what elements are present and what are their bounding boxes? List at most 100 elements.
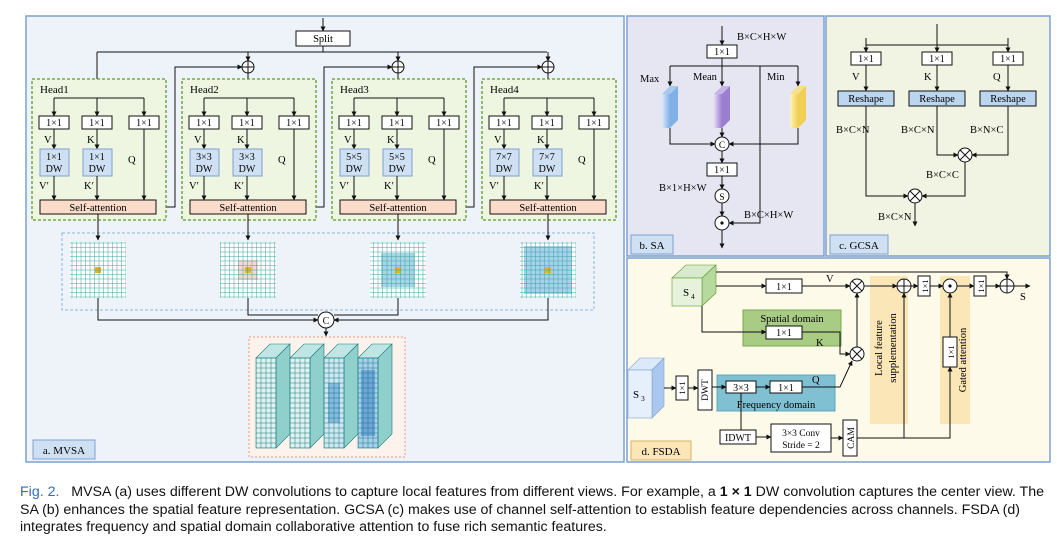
svg-text:C: C	[323, 316, 330, 327]
svg-text:1×1: 1×1	[89, 118, 105, 129]
svg-text:V′: V′	[39, 181, 49, 192]
svg-text:1×1: 1×1	[976, 279, 986, 292]
svg-text:B×C×C: B×C×C	[926, 170, 959, 181]
svg-text:1×1: 1×1	[286, 118, 302, 129]
s4-cube: S 4	[671, 264, 717, 307]
svg-text:Max: Max	[640, 74, 660, 85]
caption-kernel: 1 × 1	[719, 484, 752, 500]
head-4: Head4 1×1 1×1 1×1 V K 7×7 DW 7×7 DW Q V′…	[481, 78, 617, 221]
svg-text:1×1: 1×1	[778, 383, 794, 394]
svg-text:B×C×N: B×C×N	[901, 125, 935, 136]
svg-text:1×1: 1×1	[346, 118, 362, 129]
panel-b-label: b. SA	[639, 240, 664, 252]
svg-text:1×1: 1×1	[196, 118, 212, 129]
svg-text:1×1: 1×1	[776, 328, 792, 339]
svg-text:S: S	[1020, 292, 1026, 303]
svg-text:S: S	[683, 287, 689, 299]
svg-text:1×1: 1×1	[89, 152, 105, 163]
s3-cube: S 3	[627, 357, 665, 419]
svg-text:Self-attention: Self-attention	[219, 203, 277, 214]
svg-text:K′: K′	[534, 181, 544, 192]
svg-text:V: V	[194, 135, 202, 146]
head-title: Head4	[490, 84, 519, 96]
svg-text:Reshape: Reshape	[848, 94, 884, 105]
svg-text:3×3 Conv: 3×3 Conv	[782, 429, 820, 439]
svg-text:1×1: 1×1	[586, 118, 602, 129]
svg-text:Local feature: Local feature	[874, 320, 885, 376]
svg-text:1×1: 1×1	[539, 118, 555, 129]
svg-text:V′: V′	[189, 181, 199, 192]
svg-text:1×1: 1×1	[776, 282, 792, 293]
head-1: Head1 1×1 1×1 1×1 V K 1×1 DW 1×1 DW Q V′…	[31, 78, 167, 221]
panel-mvsa: Split Head1 1×1	[25, 15, 625, 463]
svg-text:1×1: 1×1	[946, 345, 956, 358]
svg-text:3×3: 3×3	[733, 383, 749, 394]
panel-c-label: c. GCSA	[839, 240, 879, 252]
svg-text:K: K	[87, 135, 95, 146]
svg-text:K′: K′	[234, 181, 244, 192]
svg-text:DW: DW	[239, 164, 256, 175]
svg-text:DW: DW	[196, 164, 213, 175]
svg-text:1×1: 1×1	[46, 152, 62, 163]
svg-text:Frequency domain: Frequency domain	[737, 400, 816, 411]
svg-text:B×C×N: B×C×N	[878, 212, 912, 223]
svg-text:1×1: 1×1	[714, 165, 730, 176]
svg-text:K: K	[924, 72, 932, 83]
svg-text:CAM: CAM	[847, 427, 857, 449]
svg-text:7×7: 7×7	[539, 152, 555, 163]
svg-text:B×C×N: B×C×N	[836, 125, 870, 136]
svg-text:Self-attention: Self-attention	[519, 203, 577, 214]
caption-text-post: DW convolution captures the center view.…	[20, 484, 1045, 535]
svg-text:S: S	[719, 193, 724, 203]
split-label: Split	[313, 34, 333, 45]
figure-diagram: Split Head1 1×1	[25, 15, 1051, 463]
svg-text:K: K	[816, 338, 824, 349]
svg-text:1×1: 1×1	[496, 118, 512, 129]
svg-text:1×1: 1×1	[239, 118, 255, 129]
svg-text:1×1: 1×1	[389, 118, 405, 129]
svg-text:1×1: 1×1	[136, 118, 152, 129]
svg-text:V′: V′	[489, 181, 499, 192]
svg-text:V: V	[852, 72, 860, 83]
svg-text:Q: Q	[278, 155, 286, 166]
svg-text:K: K	[237, 135, 245, 146]
svg-text:1×1: 1×1	[1000, 54, 1016, 65]
svg-text:V: V	[494, 135, 502, 146]
output-cubes	[255, 343, 393, 449]
panel-d-label: d. FSDA	[641, 446, 680, 458]
head-title: Head2	[190, 84, 219, 96]
svg-text:1×1: 1×1	[714, 47, 730, 58]
figure-caption: Fig. 2. MVSA (a) uses different DW convo…	[20, 484, 1048, 537]
svg-text:Q: Q	[428, 155, 436, 166]
svg-text:Min: Min	[767, 72, 785, 83]
svg-text:IDWT: IDWT	[725, 433, 751, 444]
svg-text:DW: DW	[496, 164, 513, 175]
svg-text:1×1: 1×1	[929, 54, 945, 65]
svg-text:Q: Q	[993, 72, 1001, 83]
svg-text:DW: DW	[346, 164, 363, 175]
svg-text:B×C×H×W: B×C×H×W	[744, 210, 793, 221]
feature-map-4	[520, 242, 576, 298]
svg-text:Q: Q	[812, 375, 820, 386]
caption-text-pre: MVSA (a) uses different DW convolutions …	[71, 484, 716, 500]
svg-text:DW: DW	[389, 164, 406, 175]
svg-text:V: V	[826, 274, 834, 285]
panel-gcsa: 1×1 1×1 1×1 V K Q Reshape Reshape Reshap…	[825, 15, 1051, 257]
svg-text:Spatial domain: Spatial domain	[760, 314, 824, 325]
head-title: Head3	[340, 84, 369, 96]
svg-text:Reshape: Reshape	[919, 94, 955, 105]
svg-text:B×1×H×W: B×1×H×W	[659, 183, 707, 194]
svg-text:7×7: 7×7	[496, 152, 512, 163]
svg-text:V: V	[344, 135, 352, 146]
svg-text:V′: V′	[339, 181, 349, 192]
svg-text:Self-attention: Self-attention	[369, 203, 427, 214]
svg-text:DWT: DWT	[701, 379, 711, 401]
svg-text:B×C×H×W: B×C×H×W	[737, 32, 786, 43]
svg-text:C: C	[719, 141, 725, 151]
svg-text:B×N×C: B×N×C	[970, 125, 1003, 136]
feature-map-2	[220, 242, 276, 298]
head-title: Head1	[40, 84, 69, 96]
svg-text:1×1: 1×1	[920, 279, 930, 292]
svg-text:Gated attention: Gated attention	[958, 327, 969, 392]
svg-text:DW: DW	[539, 164, 556, 175]
